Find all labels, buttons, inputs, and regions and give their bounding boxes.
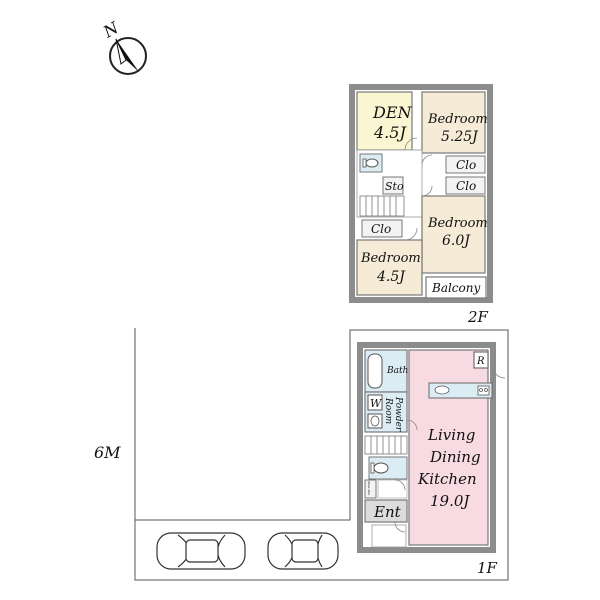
north-arrow-icon: N [99, 17, 147, 75]
balcony-label: Balcony [431, 281, 480, 295]
door-swings-1f [394, 419, 418, 533]
bedroom-sw-label: Bedroom [360, 251, 421, 266]
toilet-icon [362, 158, 379, 168]
ldk-label-kitchen: Kitchen [417, 470, 477, 488]
entrance [364, 499, 408, 523]
first-floor-plan: Bath W Powder Room R Living Dining Kitch… [357, 342, 506, 577]
car-icon [156, 532, 246, 570]
door-swings-2f [404, 137, 433, 241]
second-floor-label: 2F [467, 308, 489, 326]
toilet-icon [370, 462, 389, 474]
ldk-label-dining: Dining [429, 448, 481, 466]
stove-icon [477, 385, 490, 396]
shoe-box-label: Shoe Box [367, 481, 371, 496]
den-size: 4.5J [373, 123, 407, 142]
closet-2 [445, 176, 486, 195]
bathtub-icon [367, 353, 383, 389]
bedroom-sw-room [356, 239, 423, 296]
shoe-box [364, 479, 377, 499]
washer [367, 394, 383, 411]
first-floor-label: 1F [477, 559, 498, 577]
bedroom-e-size: 6.0J [442, 233, 471, 249]
bedroom-e-label: Bedroom [427, 216, 488, 231]
balcony [425, 276, 487, 299]
sink-icon [434, 385, 450, 395]
stairs-1f [364, 435, 408, 455]
bedroom-ne-size: 5.25J [441, 129, 479, 145]
car-icon [267, 532, 339, 570]
bedroom-sw-size: 4.5J [376, 269, 406, 285]
second-floor-plan: DEN 4.5J Bedroom 5.25J Clo Clo Sto Bedro… [349, 84, 493, 326]
closet-3-label: Clo [371, 222, 391, 236]
entrance-label: Ent [373, 503, 402, 521]
porch [371, 524, 407, 548]
refrigerator [473, 351, 489, 369]
bedroom-ne-label: Bedroom [427, 112, 488, 127]
bedroom-e-room [421, 195, 486, 274]
powder-room-label: Room [383, 397, 393, 424]
washbasin-icon [367, 413, 383, 429]
washer-label: W [370, 397, 383, 410]
ldk-label-living: Living [427, 426, 475, 444]
storage-label: Sto [385, 180, 404, 193]
closet-2-label: Clo [456, 179, 476, 193]
road-width-label: 6M [94, 443, 121, 462]
bedroom-ne-room [421, 91, 486, 154]
closet-1-label: Clo [456, 158, 476, 172]
storage-room [382, 176, 404, 195]
ldk-door-swing [492, 367, 506, 379]
den-room [356, 91, 413, 151]
first-floor-hall [377, 479, 408, 499]
bath-label: Bath [386, 366, 408, 376]
ldk-size: 19.0J [430, 492, 470, 510]
powder-label: Powder [393, 396, 403, 432]
closet-3 [361, 219, 403, 238]
closet-1 [445, 155, 486, 174]
site-boundary [134, 328, 509, 581]
stairs-2f [359, 195, 405, 217]
north-label: N [99, 17, 122, 41]
den-label: DEN [372, 103, 413, 122]
refrigerator-label: R [476, 356, 485, 367]
